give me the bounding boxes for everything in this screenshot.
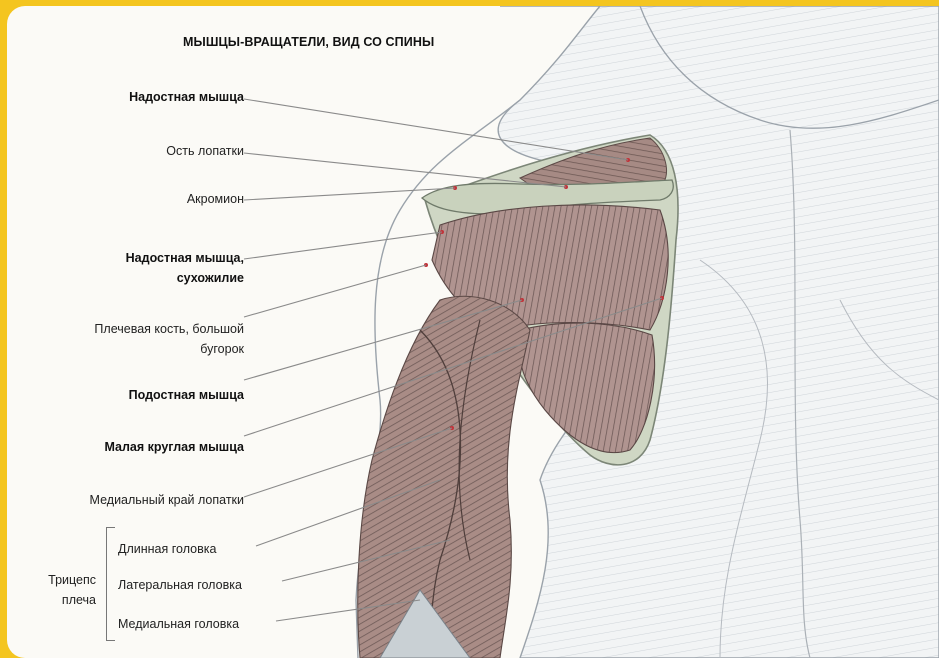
label-long-head: Длинная головка <box>118 540 216 559</box>
teres-minor-muscle <box>519 323 655 453</box>
label-infraspinatus: Подостная мышца <box>27 386 244 405</box>
label-medial-head: Медиальная головка <box>118 615 239 634</box>
label-triceps-2: плеча <box>27 591 96 610</box>
label-lateral-head: Латеральная головка <box>118 576 242 595</box>
label-teres-minor: Малая круглая мышца <box>27 438 244 457</box>
triceps-bracket <box>106 527 115 641</box>
diagram-title: МЫШЦЫ-ВРАЩАТЕЛИ, ВИД СО СПИНЫ <box>183 35 434 49</box>
label-triceps-1: Трицепс <box>27 571 96 590</box>
label-supraspinatus-tendon-1: Надостная мышца, <box>27 249 244 268</box>
label-acromion: Акромион <box>27 190 244 209</box>
illustration-canvas: МЫШЦЫ-ВРАЩАТЕЛИ, ВИД СО СПИНЫ Надостная … <box>7 6 939 658</box>
label-scapular-spine: Ость лопатки <box>27 142 244 161</box>
label-humerus-2: бугорок <box>27 340 244 359</box>
label-supraspinatus-tendon-2: сухожилие <box>27 269 244 288</box>
triceps-muscle <box>358 296 530 658</box>
label-supraspinatus: Надостная мышца <box>27 88 244 107</box>
label-humerus-1: Плечевая кость, большой <box>27 320 244 339</box>
label-medial-border: Медиальный край лопатки <box>27 491 244 510</box>
